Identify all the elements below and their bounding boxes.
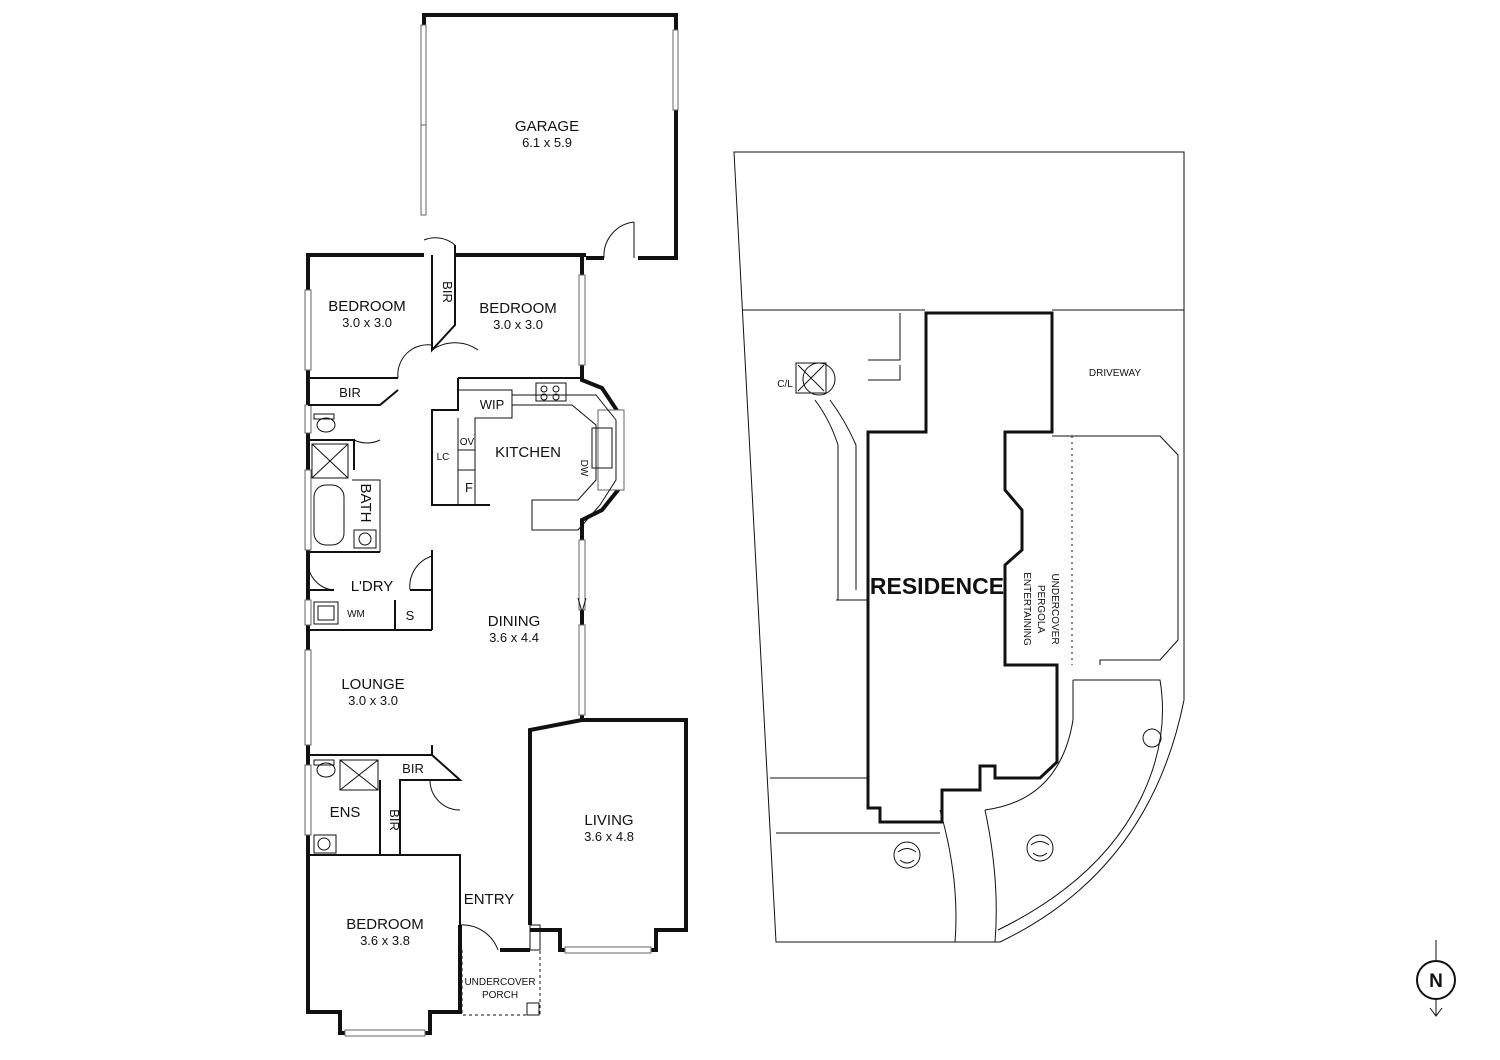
porch-label-line2: PORCH xyxy=(482,990,518,1001)
ensuite-label: ENS xyxy=(330,804,361,821)
garage-size: 6.1 x 5.9 xyxy=(522,135,572,150)
linen-cupboard-label: LC xyxy=(437,452,450,463)
oven-label: OV xyxy=(460,437,475,448)
pergola-label-line3: ENTERTAINING xyxy=(1021,572,1032,646)
house-outer-walls xyxy=(304,253,688,1037)
clothesline-label: C/L xyxy=(777,379,793,390)
garage-label: GARAGE xyxy=(515,118,579,135)
driveway-label: DRIVEWAY xyxy=(1089,368,1142,379)
bir-south-horiz-label: BIR xyxy=(402,761,424,776)
entry-label: ENTRY xyxy=(464,891,515,908)
interior-walls xyxy=(307,255,617,1016)
bedroom-s-size: 3.6 x 3.8 xyxy=(360,933,410,948)
wip-label: WIP xyxy=(480,397,505,412)
fridge-label: F xyxy=(465,480,473,495)
bath-label: BATH xyxy=(357,484,374,523)
living-label: LIVING xyxy=(584,812,633,829)
bir-west-label: BIR xyxy=(339,385,361,400)
bir-north-label: BIR xyxy=(440,281,455,303)
compass-letter: N xyxy=(1429,971,1443,992)
kitchen-label: KITCHEN xyxy=(495,444,561,461)
bedroom-nw-size: 3.0 x 3.0 xyxy=(342,315,392,330)
lounge-label: LOUNGE xyxy=(341,676,404,693)
lounge-size: 3.0 x 3.0 xyxy=(348,693,398,708)
laundry-sink-label: S xyxy=(406,608,415,623)
dishwasher-label: DW xyxy=(578,460,589,477)
residence-label: RESIDENCE xyxy=(870,573,1004,599)
porch-label-line1: UNDERCOVER xyxy=(464,977,535,988)
bir-south-vert-label: BIR xyxy=(387,809,402,831)
bedroom-n-label: BEDROOM xyxy=(479,300,557,317)
bedroom-n-size: 3.0 x 3.0 xyxy=(493,317,543,332)
dining-label: DINING xyxy=(488,613,541,630)
living-size: 3.6 x 4.8 xyxy=(584,829,634,844)
bedroom-nw-label: BEDROOM xyxy=(328,298,406,315)
pergola-label-line1: UNDERCOVER xyxy=(1049,573,1060,644)
site-plan xyxy=(733,151,1185,943)
north-compass: N xyxy=(1416,940,1456,1017)
dining-size: 3.6 x 4.4 xyxy=(489,630,539,645)
pergola-label-line2: PERGOLA xyxy=(1035,585,1046,634)
washing-machine-label: WM xyxy=(347,609,365,620)
laundry-label: L'DRY xyxy=(351,578,394,595)
bedroom-s-label: BEDROOM xyxy=(346,916,424,933)
garage-walls xyxy=(420,13,679,260)
